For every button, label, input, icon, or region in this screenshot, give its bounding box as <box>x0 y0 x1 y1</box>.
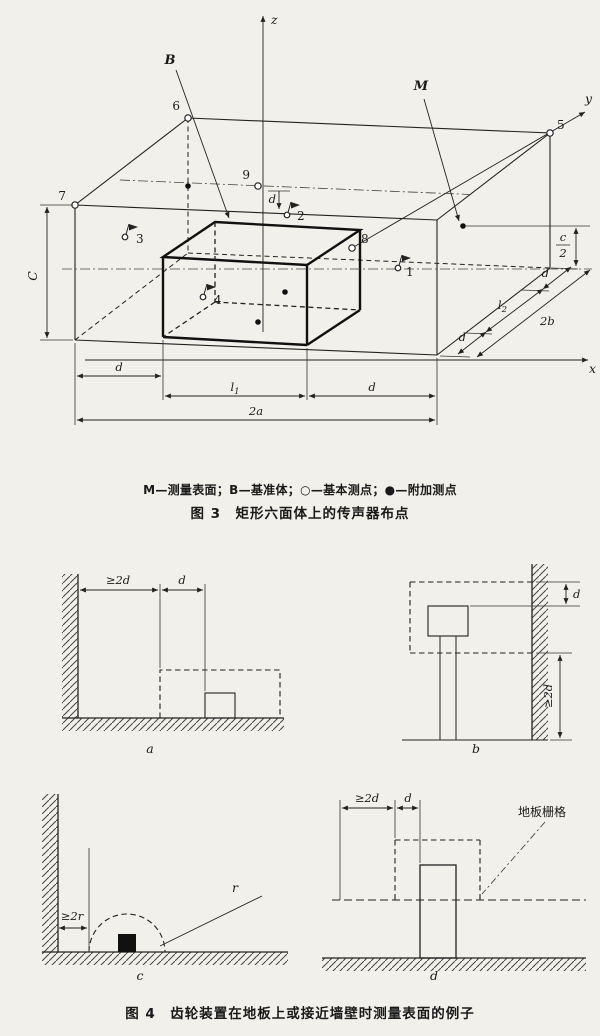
label-B: B <box>164 53 176 68</box>
fig3-dim-c-half: c 2 <box>466 225 590 266</box>
figure4-diagram: ≥2d d a d ≥2d b <box>42 564 586 983</box>
panel-d-label: d <box>430 968 438 983</box>
fig4-panel-c: ≥2r r c <box>42 794 288 983</box>
fig3-point-labels: 5 6 7 9 8 1 2 3 4 <box>58 99 564 307</box>
panel-a-label: a <box>146 741 153 756</box>
point-6-label: 6 <box>172 99 180 113</box>
dim-d-label: d <box>404 791 411 805</box>
hemisphere-surface <box>88 913 166 953</box>
point-3-label: 3 <box>136 232 144 246</box>
dim-wall-label: ≥2r <box>61 909 85 923</box>
dim-C-label: C <box>25 271 40 281</box>
dim-d-mid-label: d <box>368 380 375 394</box>
dim-wall-label: ≥2d <box>106 573 130 587</box>
fig3-flag-point-3 <box>121 223 138 241</box>
y-axis-label: y <box>584 91 593 106</box>
fig3-dim-C: C <box>25 204 73 341</box>
dim-d-label: d <box>178 573 185 587</box>
wall-hatch <box>532 564 548 740</box>
gear-unit <box>419 864 457 959</box>
point-9-label: 9 <box>242 168 250 182</box>
grating-label: 地板栅格 <box>518 804 566 819</box>
dim-d-right1-label: d <box>459 330 466 344</box>
fig3-basic-points <box>71 114 554 252</box>
point-5-label: 5 <box>557 118 565 132</box>
grating-leader <box>481 821 546 895</box>
fig3-center-lines <box>62 179 592 270</box>
x-axis-label: x <box>589 361 596 376</box>
measurement-surface <box>159 669 281 718</box>
wall-hatch <box>62 574 78 718</box>
dim-c-half-den: 2 <box>558 246 566 260</box>
figure3-diagram: z y x <box>25 12 596 425</box>
z-axis-label: z <box>270 12 278 27</box>
dim-d-right2-label: d <box>542 266 549 280</box>
floor-hatch <box>42 952 288 965</box>
fig3-dims-right: d l2 d 2b <box>439 266 591 358</box>
y-axis <box>351 111 586 249</box>
fig4-panel-b: d ≥2d b <box>402 564 580 756</box>
measurement-surface <box>409 581 532 654</box>
fig4-panel-a: ≥2d d a <box>62 573 284 756</box>
gear-unit <box>118 934 136 952</box>
gear-unit <box>204 692 236 719</box>
fig3-leader-M: M <box>413 79 460 222</box>
fig3-legend: M—测量表面；B—基准体；○—基本测点；●—附加测点 <box>143 483 457 497</box>
dim-d-label: d <box>573 587 580 601</box>
wall-hatch <box>42 794 58 952</box>
fig3-flag-point-4 <box>199 283 216 301</box>
floor-hatch <box>322 958 586 971</box>
fig3-flag-point-1 <box>394 254 411 272</box>
label-M: M <box>413 79 429 94</box>
gear-unit <box>427 605 469 637</box>
dim-d-top-label: d <box>269 192 276 206</box>
fig3-leader-B: B <box>164 53 230 219</box>
point-1-label: 1 <box>406 265 414 279</box>
dim-2b-label: 2b <box>539 314 555 328</box>
point-8-label: 8 <box>361 232 369 246</box>
fig3-measurement-box <box>73 117 552 356</box>
point-4-label: 4 <box>214 293 222 307</box>
floor-hatch <box>62 718 284 731</box>
measurement-surface <box>394 839 481 900</box>
fig3-flag-point-2 <box>283 201 300 219</box>
dim-l2-label: l2 <box>498 298 507 315</box>
dim-c-half-num: c <box>560 230 567 244</box>
dim-wall-label: ≥2d <box>355 791 379 805</box>
fig3-reference-body <box>159 220 364 347</box>
fig3-axes: z y x <box>85 12 596 376</box>
point-7-label: 7 <box>58 189 66 203</box>
panel-b-label: b <box>472 741 480 756</box>
dim-floor-label: ≥2d <box>541 684 555 708</box>
dim-l1-label: l1 <box>230 380 239 397</box>
dim-2a-label: 2a <box>248 404 263 418</box>
fig3-dims-bottom: d l1 d 2a <box>74 340 438 425</box>
dim-r-label: r <box>232 880 239 895</box>
fig4-panel-d: ≥2d d 地板栅格 d <box>322 791 586 983</box>
fig3-dim-d-top: d <box>268 190 290 209</box>
fig3-caption: 图 3 矩形六面体上的传声器布点 <box>190 506 410 522</box>
panel-c-label: c <box>136 968 143 983</box>
point-2-label: 2 <box>297 209 305 223</box>
dim-d-left-label: d <box>115 360 122 374</box>
fig4-caption: 图 4 齿轮装置在地板上或接近墙壁时测量表面的例子 <box>125 1006 475 1022</box>
fig3-additional-points <box>185 183 466 325</box>
